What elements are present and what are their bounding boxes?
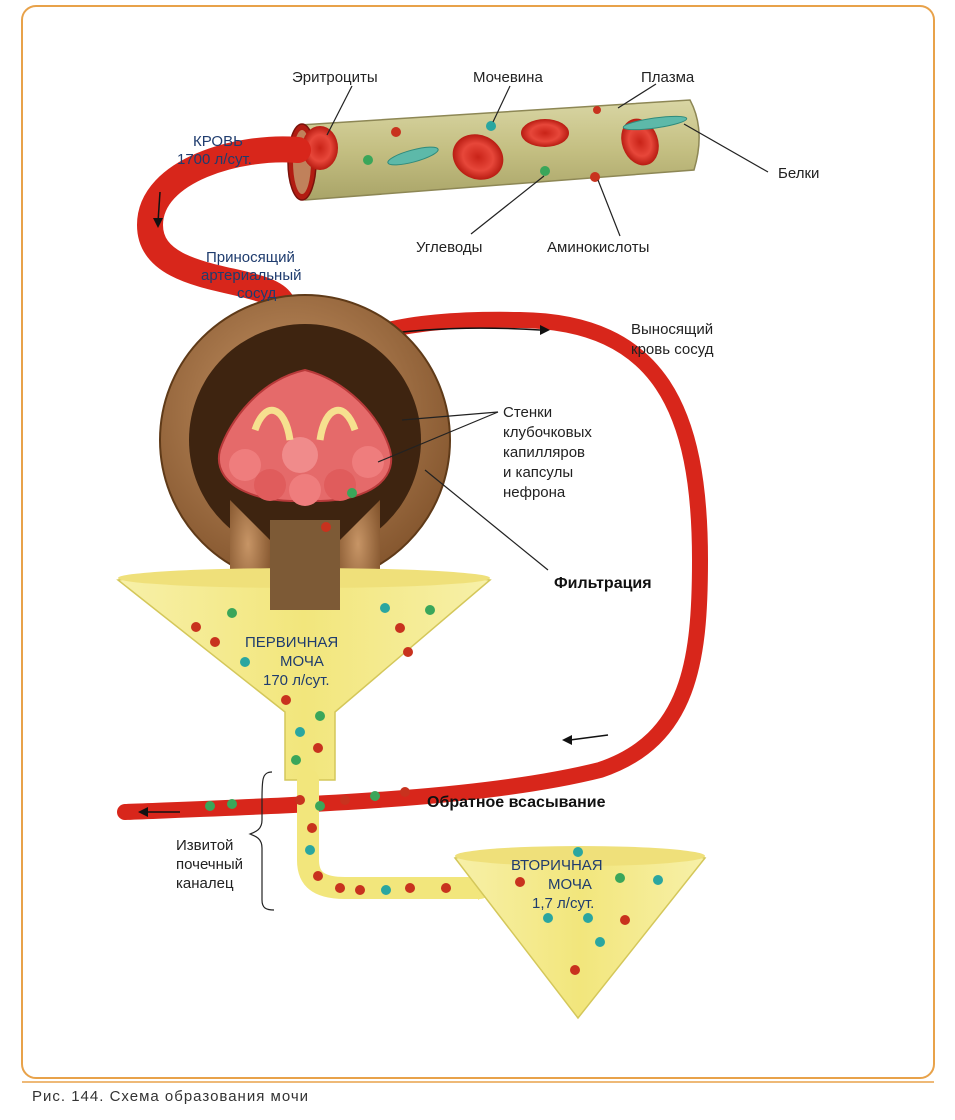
figure-caption: Рис. 144. Схема образования мочи <box>32 1088 309 1105</box>
label-afferent-line3: сосуд <box>237 285 277 302</box>
label-afferent-line1: Приносящий <box>206 249 295 266</box>
label-proteins: Белки <box>778 165 819 182</box>
label-walls-line4: и капсулы <box>503 464 573 481</box>
label-erythrocytes: Эритроциты <box>292 69 378 86</box>
label-efferent-line2: кровь сосуд <box>631 341 714 358</box>
label-primary-line2: МОЧА <box>280 653 324 670</box>
label-secondary-line2: МОЧА <box>548 876 592 893</box>
label-carbohydrates: Углеводы <box>416 239 482 256</box>
label-reabsorption: Обратное всасывание <box>427 794 606 811</box>
label-urea: Мочевина <box>473 69 543 86</box>
label-blood-line1: КРОВЬ <box>193 133 243 150</box>
label-plasma: Плазма <box>641 69 695 86</box>
label-walls-line5: нефрона <box>503 484 566 501</box>
label-walls-line3: капилляров <box>503 444 585 461</box>
label-amino-acids: Аминокислоты <box>547 239 649 256</box>
label-tubule-line3: каналец <box>176 875 234 892</box>
label-filtration: Фильтрация <box>554 575 652 592</box>
label-primary-line1: ПЕРВИЧНАЯ <box>245 634 338 651</box>
label-tubule-line1: Извитой <box>176 837 233 854</box>
label-afferent-line2: артериальный <box>201 267 301 284</box>
label-primary-line3: 170 л/сут. <box>263 672 330 689</box>
label-secondary-line1: ВТОРИЧНАЯ <box>511 857 603 874</box>
label-efferent-line1: Выносящий <box>631 321 713 338</box>
label-walls-line2: клубочковых <box>503 424 592 441</box>
label-blood-line2: 1700 л/сут. <box>177 151 252 168</box>
label-walls-line1: Стенки <box>503 404 552 421</box>
label-tubule-line2: почечный <box>176 856 243 873</box>
label-secondary-line3: 1,7 л/сут. <box>532 895 594 912</box>
